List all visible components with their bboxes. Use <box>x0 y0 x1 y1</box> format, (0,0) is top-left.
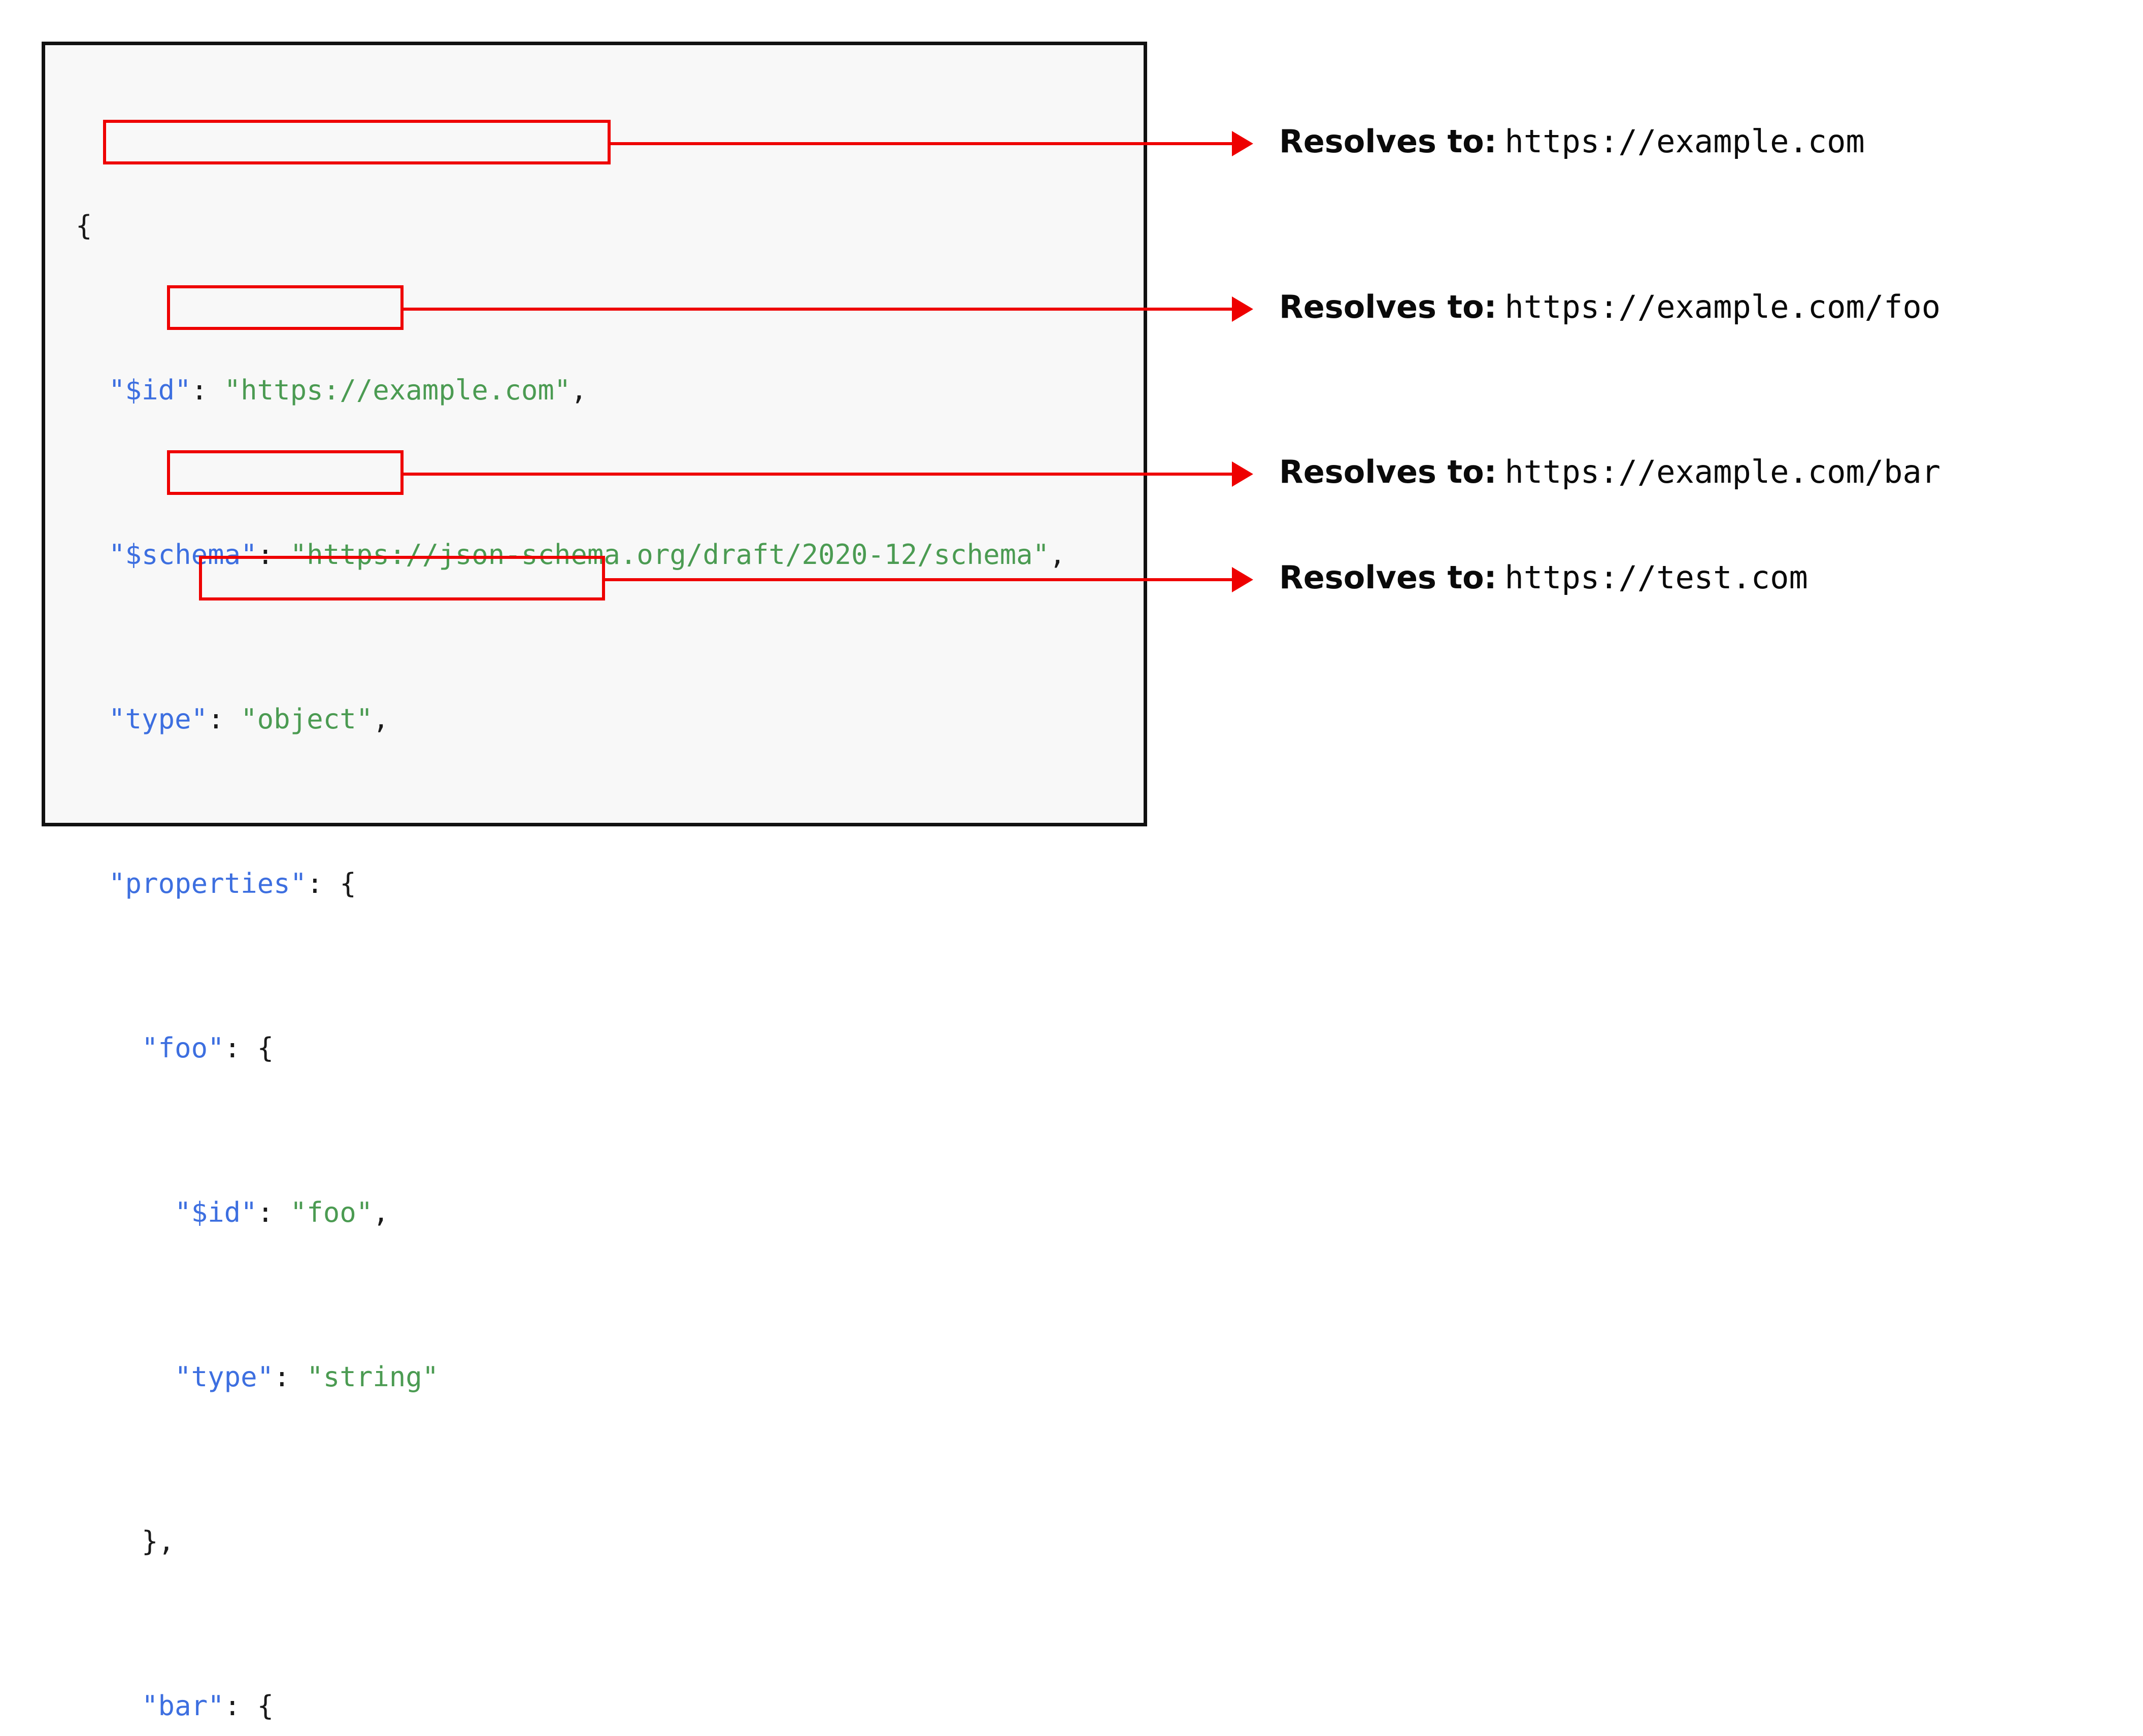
value-type-root: "object" <box>241 703 373 735</box>
key-foo: "foo" <box>142 1032 224 1064</box>
code-line-6: "foo": { <box>76 1027 1066 1069</box>
brace-close-comma: }, <box>142 1525 175 1557</box>
arrow-head-1 <box>1232 131 1253 156</box>
code-line-8: "type": "string" <box>76 1356 1066 1397</box>
code-line-10: "bar": { <box>76 1685 1066 1726</box>
code-line-7: "$id": "foo", <box>76 1192 1066 1233</box>
comma: , <box>373 703 389 735</box>
key-properties: "properties" <box>109 867 307 899</box>
code-line-1: { <box>76 205 1066 246</box>
comma: , <box>373 1196 389 1228</box>
colon: : <box>257 1196 290 1228</box>
annotation-label: Resolves to: <box>1279 453 1497 490</box>
colon: : <box>224 1690 257 1722</box>
arrow-line-1 <box>609 142 1232 145</box>
annotation-label: Resolves to: <box>1279 123 1497 160</box>
comma: , <box>1049 539 1066 571</box>
annotation-label: Resolves to: <box>1279 559 1497 596</box>
arrow-line-4 <box>602 578 1232 581</box>
json-code-block: { "$id": "https://example.com", "$schema… <box>76 82 1066 1736</box>
value-type-foo: "string" <box>307 1361 439 1393</box>
code-line-3: "$schema": "https://json-schema.org/draf… <box>76 534 1066 575</box>
json-code-panel: { "$id": "https://example.com", "$schema… <box>42 42 1147 1722</box>
annotation-label: Resolves to: <box>1279 288 1497 325</box>
value-id-root: "https://example.com" <box>224 374 571 406</box>
arrow-head-4 <box>1232 567 1253 592</box>
colon: : <box>307 867 340 899</box>
code-line-4: "type": "object", <box>76 698 1066 740</box>
code-line-2: "$id": "https://example.com", <box>76 370 1066 411</box>
arrow-head-3 <box>1232 461 1253 487</box>
annotation-url: https://example.com/foo <box>1504 288 1941 325</box>
brace-open: { <box>340 867 356 899</box>
annotation-url: https://example.com/bar <box>1504 453 1941 490</box>
comma: , <box>571 374 587 406</box>
key-id-root: "$id" <box>109 374 191 406</box>
annotation-url: https://example.com <box>1504 123 1865 160</box>
colon: : <box>208 703 241 735</box>
colon: : <box>257 539 290 571</box>
key-id-foo: "$id" <box>175 1196 257 1228</box>
arrow-head-2 <box>1232 296 1253 322</box>
code-line-5: "properties": { <box>76 863 1066 904</box>
arrow-line-3 <box>401 473 1232 476</box>
brace-open: { <box>76 210 92 242</box>
brace-open: { <box>257 1690 274 1722</box>
annotation-3: Resolves to:https://example.com/bar <box>1279 456 1940 488</box>
code-line-9: }, <box>76 1521 1066 1562</box>
key-type-foo: "type" <box>175 1361 274 1393</box>
key-schema: "$schema" <box>109 539 257 571</box>
arrow-line-2 <box>401 308 1232 311</box>
key-bar: "bar" <box>142 1690 224 1722</box>
annotation-4: Resolves to:https://test.com <box>1279 562 1808 593</box>
brace-open: { <box>257 1032 274 1064</box>
annotation-1: Resolves to:https://example.com <box>1279 126 1865 157</box>
annotation-url: https://test.com <box>1504 559 1808 596</box>
colon: : <box>224 1032 257 1064</box>
value-schema: "https://json-schema.org/draft/2020-12/s… <box>290 539 1050 571</box>
key-type-root: "type" <box>109 703 208 735</box>
colon: : <box>274 1361 307 1393</box>
value-id-foo: "foo" <box>290 1196 373 1228</box>
colon: : <box>191 374 224 406</box>
annotation-2: Resolves to:https://example.com/foo <box>1279 291 1940 323</box>
